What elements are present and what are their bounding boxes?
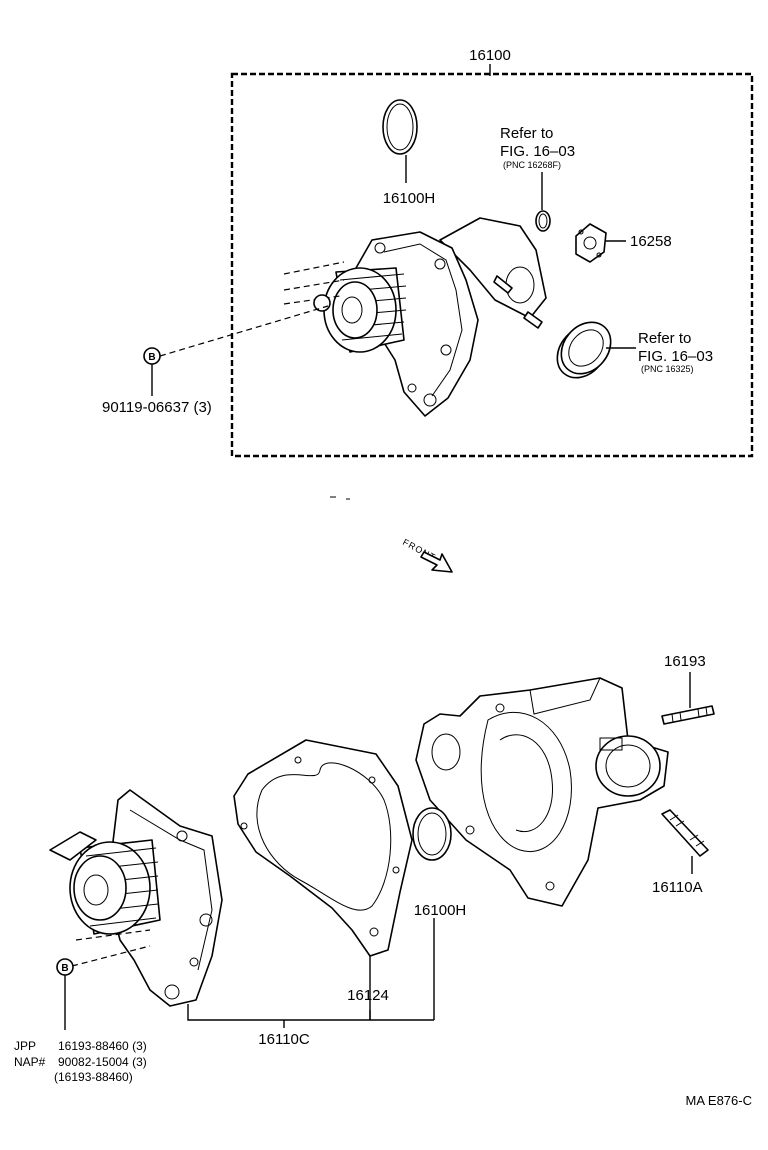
- gasket-plate-16258: [575, 223, 607, 263]
- note-3-value: (16193-88460): [54, 1070, 133, 1084]
- bolt-bottom-marker-letter: B: [61, 963, 68, 974]
- water-pump-top: [283, 217, 547, 417]
- diagram-code: MA E876-C: [686, 1093, 752, 1108]
- o-ring-bottom-label: 16100H: [414, 902, 467, 919]
- refer-1-line2: FIG. 16–03: [500, 143, 575, 160]
- water-pump-bottom: [49, 789, 223, 1007]
- refer-2-line2: FIG. 16–03: [638, 348, 713, 365]
- o-ring-bottom: [412, 807, 452, 861]
- small-o-ring: [535, 210, 551, 232]
- note-2-prefix: NAP#: [14, 1055, 46, 1069]
- stud-16193: [661, 705, 715, 725]
- gasket-label: 16124: [347, 987, 389, 1004]
- refer-2-line1: Refer to: [638, 330, 691, 347]
- bolt-top-marker-letter: B: [148, 352, 155, 363]
- note-1-value: 16193-88460 (3): [58, 1039, 147, 1053]
- o-ring-top: [382, 99, 418, 155]
- assembly-number-label: 16100: [469, 47, 511, 64]
- bolt-top-dashed-line: [159, 305, 329, 357]
- stud-bottom-label: 16110A: [652, 879, 703, 896]
- gasket-plate-label: 16258: [630, 233, 672, 250]
- gasket-16124: [233, 739, 413, 957]
- refer-2-pnc: (PNC 16325): [641, 364, 694, 374]
- oil-seal-ring: [556, 321, 612, 379]
- note-1-prefix: JPP: [14, 1039, 36, 1053]
- note-2-value: 90082-15004 (3): [58, 1055, 147, 1069]
- assembly-ref-label: 16110C: [258, 1031, 310, 1048]
- stud-top-label: 16193: [664, 653, 706, 670]
- stud-16110a: [661, 809, 709, 857]
- bolt-top-label: 90119-06637 (3): [102, 399, 212, 416]
- pump-housing: [415, 677, 669, 907]
- o-ring-top-label: 16100H: [383, 190, 436, 207]
- front-arrow-icon: [420, 551, 453, 573]
- refer-1-line1: Refer to: [500, 125, 553, 142]
- bolt-bottom-dashed-line: [71, 945, 151, 967]
- assembly-boundary-frame: [230, 72, 754, 458]
- refer-1-pnc: (PNC 16268F): [503, 160, 561, 170]
- assembly-bracket: [187, 1004, 434, 1021]
